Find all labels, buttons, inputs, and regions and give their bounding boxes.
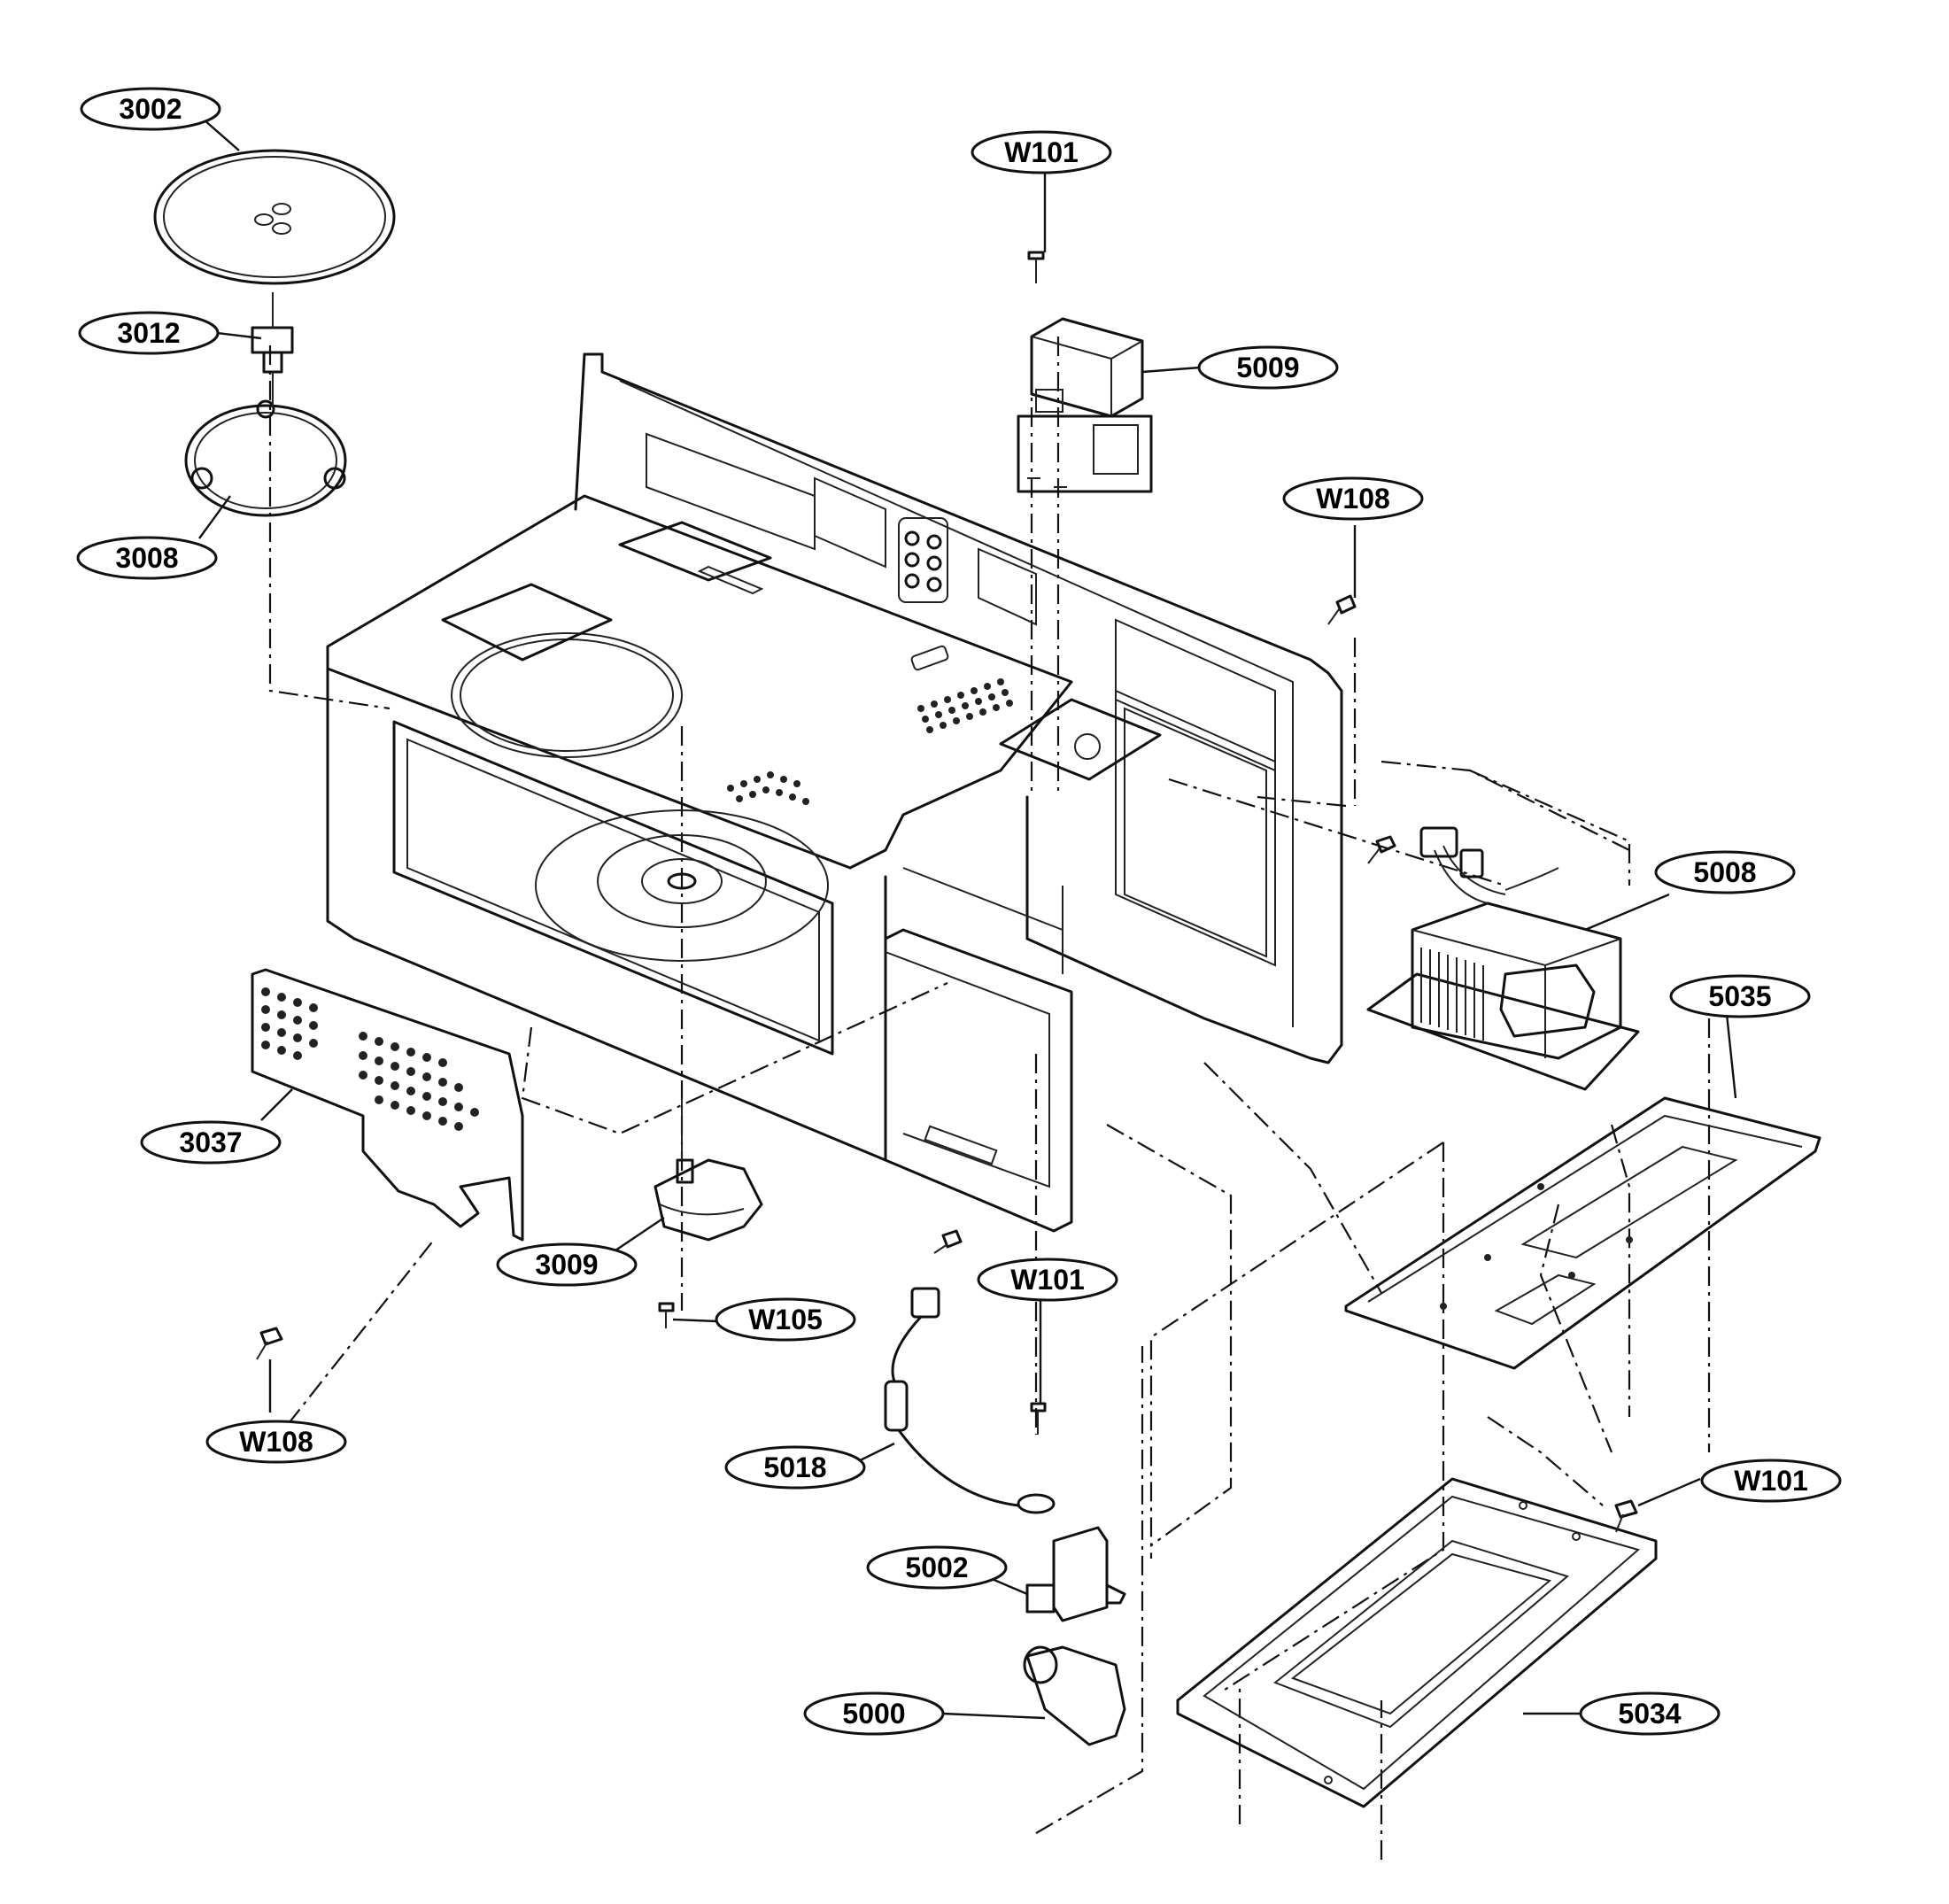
label-3012: 3012 (78, 311, 220, 355)
label-w101-mid: W101 (977, 1258, 1118, 1302)
label-5002: 5002 (866, 1545, 1008, 1590)
lamp-socket-icon (1023, 1645, 1126, 1746)
screw-w101-top-icon (1027, 251, 1045, 283)
screw-cavity-icon (933, 1229, 963, 1254)
ground-wire-icon (884, 1287, 1056, 1514)
screw-w101-right-icon (1614, 1499, 1638, 1533)
label-3037: 3037 (140, 1120, 282, 1165)
svg-text:5002: 5002 (905, 1552, 968, 1583)
svg-text:3037: 3037 (179, 1126, 242, 1158)
base-plate-icon (1344, 1096, 1821, 1370)
transformer-icon (1366, 826, 1640, 1091)
label-w101-top: W101 (971, 130, 1112, 174)
screw-w105-icon (658, 1302, 675, 1328)
svg-text:3009: 3009 (535, 1249, 598, 1281)
switch-bracket-icon (1025, 1526, 1126, 1622)
leader-lines (198, 119, 1737, 1720)
svg-text:5000: 5000 (842, 1698, 905, 1730)
label-3002: 3002 (80, 87, 221, 131)
svg-text:W108: W108 (239, 1426, 313, 1458)
svg-text:W105: W105 (748, 1304, 823, 1335)
label-w105: W105 (715, 1297, 856, 1342)
svg-text:W101: W101 (1004, 136, 1079, 168)
vent-cover-icon (251, 968, 524, 1242)
svg-text:5009: 5009 (1236, 352, 1299, 383)
svg-text:5008: 5008 (1693, 856, 1756, 888)
label-3009: 3009 (496, 1242, 638, 1287)
label-w108-right: W108 (1282, 476, 1424, 521)
magnetron-icon (1017, 317, 1153, 493)
label-w101-right: W101 (1700, 1459, 1842, 1503)
svg-text:3008: 3008 (115, 542, 178, 574)
screw-w101-mid-icon (1030, 1402, 1047, 1435)
screw-icons (256, 251, 1638, 1533)
turntable-motor-icon (654, 1098, 763, 1242)
vent-grid-top (917, 678, 1013, 733)
roller-ring-icon (184, 372, 347, 517)
screw-w108-left-icon (256, 1327, 283, 1360)
svg-text:5035: 5035 (1708, 980, 1771, 1012)
vent-grid-front (727, 771, 809, 805)
oven-cavity-frame (326, 352, 1343, 1233)
label-5009: 5009 (1197, 345, 1339, 390)
turntable-tray-icon (153, 149, 396, 285)
label-5018: 5018 (724, 1445, 866, 1490)
svg-text:5034: 5034 (1618, 1698, 1681, 1730)
label-5034: 5034 (1579, 1691, 1721, 1736)
svg-text:W101: W101 (1010, 1264, 1085, 1296)
part-labels: 3002 3012 3008 W101 5009 W108 5008 5035 (76, 87, 1842, 1736)
screw-w108-right-icon (1327, 594, 1357, 625)
label-5008: 5008 (1654, 850, 1796, 894)
label-5035: 5035 (1669, 974, 1811, 1018)
svg-text:5018: 5018 (763, 1451, 826, 1483)
label-3008: 3008 (76, 536, 218, 580)
assembly-lines (265, 337, 1711, 1860)
screw-mid-icon (1367, 835, 1396, 864)
svg-text:3002: 3002 (119, 93, 182, 125)
label-5000: 5000 (803, 1691, 945, 1736)
svg-text:3012: 3012 (117, 317, 180, 349)
svg-text:W108: W108 (1316, 483, 1390, 515)
svg-text:W101: W101 (1734, 1465, 1808, 1497)
label-w108-left: W108 (205, 1420, 347, 1464)
coupler-icon (251, 292, 294, 374)
bottom-cover-icon (1176, 1477, 1658, 1808)
